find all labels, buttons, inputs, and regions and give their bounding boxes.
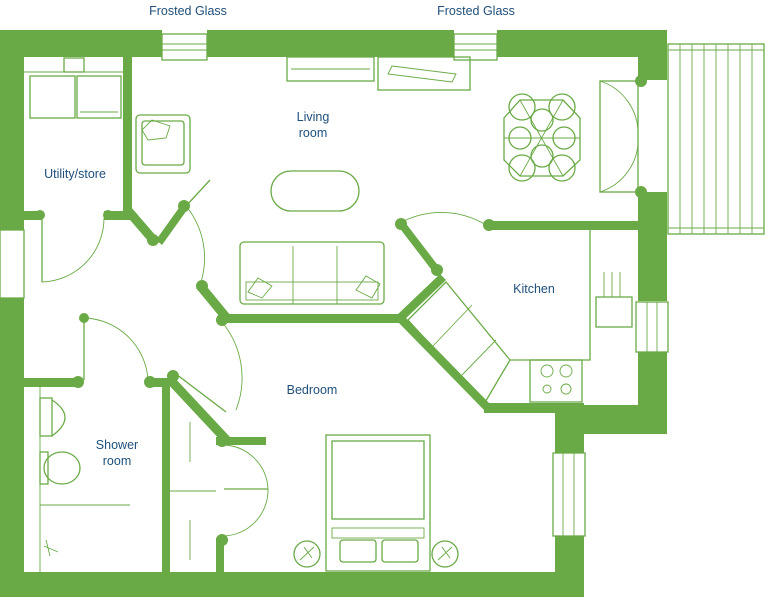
living-furniture: [135, 56, 581, 305]
window-label-right: Frosted Glass: [437, 4, 515, 18]
dining-table: [503, 93, 581, 182]
windows: [0, 33, 669, 537]
walls: [0, 30, 667, 597]
utility-appliances: [24, 71, 123, 119]
shower-room-label-line2: room: [103, 454, 131, 468]
living-room-label-line2: room: [299, 126, 327, 140]
utility-room-label: Utility/store: [44, 167, 106, 181]
bedroom-furniture: [170, 422, 459, 572]
bedroom-label: Bedroom: [287, 383, 338, 397]
window-label-left: Frosted Glass: [149, 4, 227, 18]
kitchen-label: Kitchen: [513, 282, 555, 296]
shower-fixtures: [39, 387, 130, 572]
living-room-label-line1: Living: [297, 110, 330, 124]
balcony-decking: [667, 43, 765, 235]
labels: Frosted Glass Frosted Glass Living room …: [44, 4, 555, 468]
kitchen-units: [407, 230, 633, 406]
doors: [41, 80, 639, 537]
shower-room-label-line1: Shower: [96, 438, 138, 452]
